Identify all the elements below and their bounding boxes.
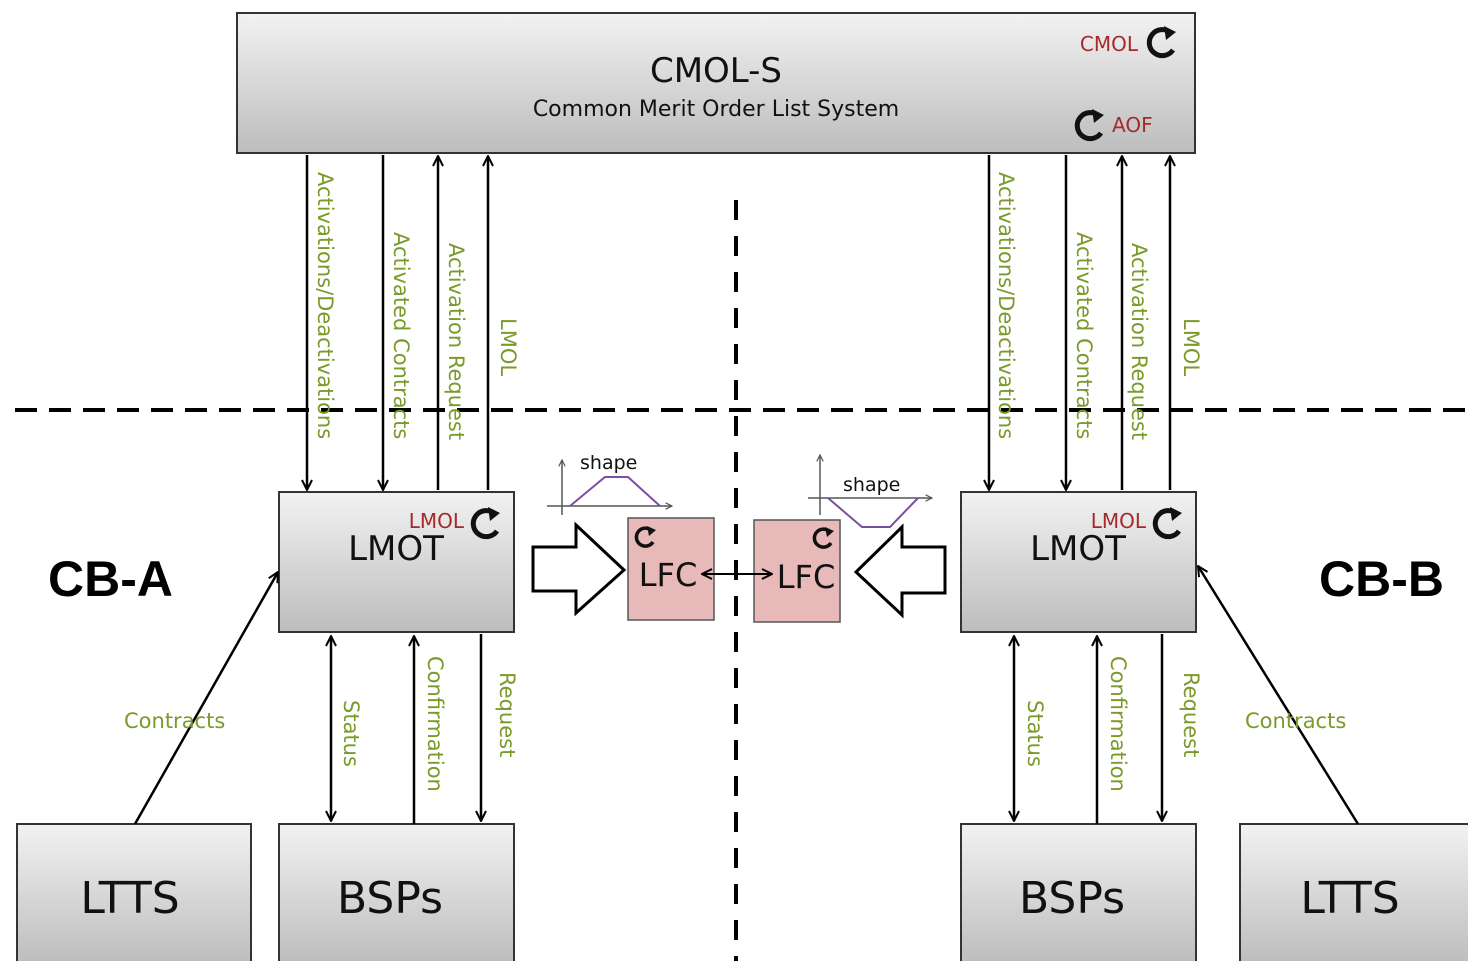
aof-refresh-icon — [1074, 109, 1104, 142]
bsps-title-left: BSPs — [337, 873, 443, 924]
cmol-refresh-icon — [1146, 26, 1176, 59]
lmot-title-left: LMOT — [348, 529, 444, 569]
left-contracts-label: Activated Contracts — [389, 232, 413, 439]
left-request-label: Activation Request — [444, 243, 468, 440]
lmol-tag-right: LMOL — [1091, 509, 1147, 533]
right-contracts-link-label: Contracts — [1245, 709, 1346, 733]
bsps-box-left: BSPs — [278, 823, 515, 961]
ltts-box-left: LTTS — [16, 823, 252, 961]
lmot-box-left: LMOT LMOL — [278, 491, 515, 633]
lmot-box-right: LMOT LMOL — [960, 491, 1197, 633]
bsps-title-right: BSPs — [1019, 873, 1125, 924]
lmol-tag-left: LMOL — [409, 509, 465, 533]
lfc-title-right: LFC — [777, 558, 836, 596]
right-contracts-link — [1198, 566, 1360, 825]
right-lmol-label: LMOL — [1179, 318, 1203, 376]
shape-graph-left: shape — [547, 452, 672, 515]
lmol-refresh-icon-left — [470, 507, 500, 540]
left-status-label: Status — [339, 700, 363, 767]
shape-label-right: shape — [843, 474, 900, 496]
right-request-down-label: Request — [1179, 672, 1203, 757]
right-confirmation-label: Confirmation — [1106, 656, 1130, 792]
left-contracts-link — [133, 572, 278, 825]
shape-label-left: shape — [580, 452, 637, 474]
cmol-s-box: CMOL-S Common Merit Order List System CM… — [236, 12, 1196, 154]
right-request-label: Activation Request — [1127, 243, 1151, 440]
big-arrow-right — [853, 523, 947, 619]
left-confirmation-label: Confirmation — [423, 656, 447, 792]
lfc-box-right: LFC — [753, 519, 841, 623]
aof-tag: AOF — [1112, 113, 1153, 137]
lmol-refresh-icon-right — [1152, 507, 1182, 540]
big-arrow-left — [531, 521, 627, 617]
left-contracts-link-label: Contracts — [124, 709, 225, 733]
ltts-box-right: LTTS — [1239, 823, 1468, 961]
lfc-box-left: LFC — [627, 517, 715, 621]
left-activations-label: Activations/Deactivations — [313, 172, 337, 439]
cmol-tag: CMOL — [1080, 32, 1139, 56]
left-lmol-label: LMOL — [496, 318, 520, 376]
lfc-refresh-icon-right — [812, 527, 834, 549]
right-status-label: Status — [1023, 700, 1047, 767]
left-request-down-label: Request — [495, 672, 519, 757]
lfc-title-left: LFC — [639, 556, 698, 594]
zone-label-left: CB-A — [48, 551, 173, 607]
ltts-title-right: LTTS — [1300, 873, 1399, 924]
bsps-box-right: BSPs — [960, 823, 1197, 961]
zone-label-right: CB-B — [1319, 551, 1444, 607]
right-contracts-label: Activated Contracts — [1072, 232, 1096, 439]
right-activations-label: Activations/Deactivations — [994, 172, 1018, 439]
cmol-s-subtitle: Common Merit Order List System — [533, 97, 899, 122]
shape-graph-right: shape — [808, 455, 932, 528]
cmol-s-title: CMOL-S — [650, 51, 782, 91]
lmot-title-right: LMOT — [1030, 529, 1126, 569]
lfc-refresh-icon-left — [634, 526, 656, 548]
ltts-title-left: LTTS — [80, 873, 179, 924]
